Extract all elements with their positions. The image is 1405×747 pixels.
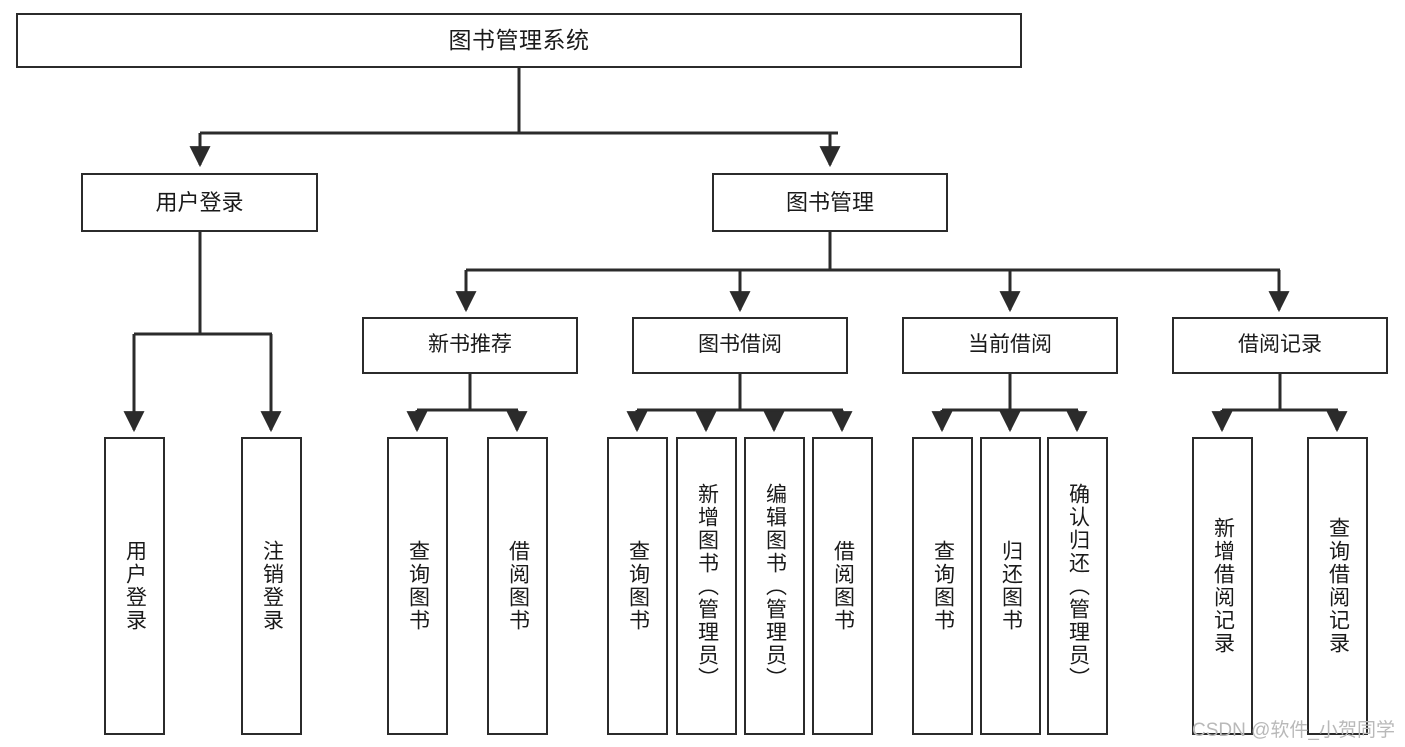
csdn-watermark: CSDN @软件_小贺同学 xyxy=(1192,720,1395,741)
node-borrow-record[interactable]: 借阅记录 xyxy=(1172,317,1388,374)
node-label: 图书管理 xyxy=(785,189,874,215)
node-label: 借阅图书 xyxy=(506,540,530,632)
node-label: 用户登录 xyxy=(123,540,147,632)
node-label: 当前借阅 xyxy=(968,333,1052,357)
node-label: 新增借阅记录 xyxy=(1211,517,1235,655)
leaf-borrow-book-recommend[interactable]: 借阅图书 xyxy=(487,437,548,735)
node-current-borrow[interactable]: 当前借阅 xyxy=(902,317,1118,374)
node-label: 查询图书 xyxy=(931,540,955,632)
node-user-login[interactable]: 用户登录 xyxy=(81,173,318,232)
node-label: 借阅记录 xyxy=(1238,333,1322,357)
node-label: 查询借阅记录 xyxy=(1326,517,1350,655)
node-label: 注销登录 xyxy=(260,540,284,632)
node-book-management-system[interactable]: 图书管理系统 xyxy=(16,13,1022,68)
node-book-management[interactable]: 图书管理 xyxy=(712,173,948,232)
leaf-user-login[interactable]: 用户登录 xyxy=(104,437,165,735)
leaf-query-book-borrow[interactable]: 查询图书 xyxy=(607,437,668,735)
leaf-add-book[interactable]: 新增图书（管理员） xyxy=(676,437,737,735)
node-label: 查询图书 xyxy=(626,540,650,632)
leaf-add-borrow-record[interactable]: 新增借阅记录 xyxy=(1192,437,1253,735)
leaf-borrow-book[interactable]: 借阅图书 xyxy=(812,437,873,735)
node-label: 新书推荐 xyxy=(428,333,512,357)
node-label: 图书管理系统 xyxy=(448,26,590,53)
leaf-query-borrow-record[interactable]: 查询借阅记录 xyxy=(1307,437,1368,735)
node-label: 新增图书（管理员） xyxy=(695,482,719,690)
node-label: 归还图书 xyxy=(999,540,1023,632)
node-book-borrow[interactable]: 图书借阅 xyxy=(632,317,848,374)
node-label: 图书借阅 xyxy=(698,333,782,357)
leaf-logout[interactable]: 注销登录 xyxy=(241,437,302,735)
node-new-book-recommend[interactable]: 新书推荐 xyxy=(362,317,578,374)
leaf-confirm-return[interactable]: 确认归还（管理员） xyxy=(1047,437,1108,735)
leaf-edit-book[interactable]: 编辑图书（管理员） xyxy=(744,437,805,735)
node-label: 借阅图书 xyxy=(831,540,855,632)
leaf-query-book-current[interactable]: 查询图书 xyxy=(912,437,973,735)
leaf-return-book[interactable]: 归还图书 xyxy=(980,437,1041,735)
node-label: 用户登录 xyxy=(155,189,244,215)
node-label: 查询图书 xyxy=(406,540,430,632)
leaf-query-book-recommend[interactable]: 查询图书 xyxy=(387,437,448,735)
node-label: 确认归还（管理员） xyxy=(1066,482,1090,690)
node-label: 编辑图书（管理员） xyxy=(763,482,787,690)
